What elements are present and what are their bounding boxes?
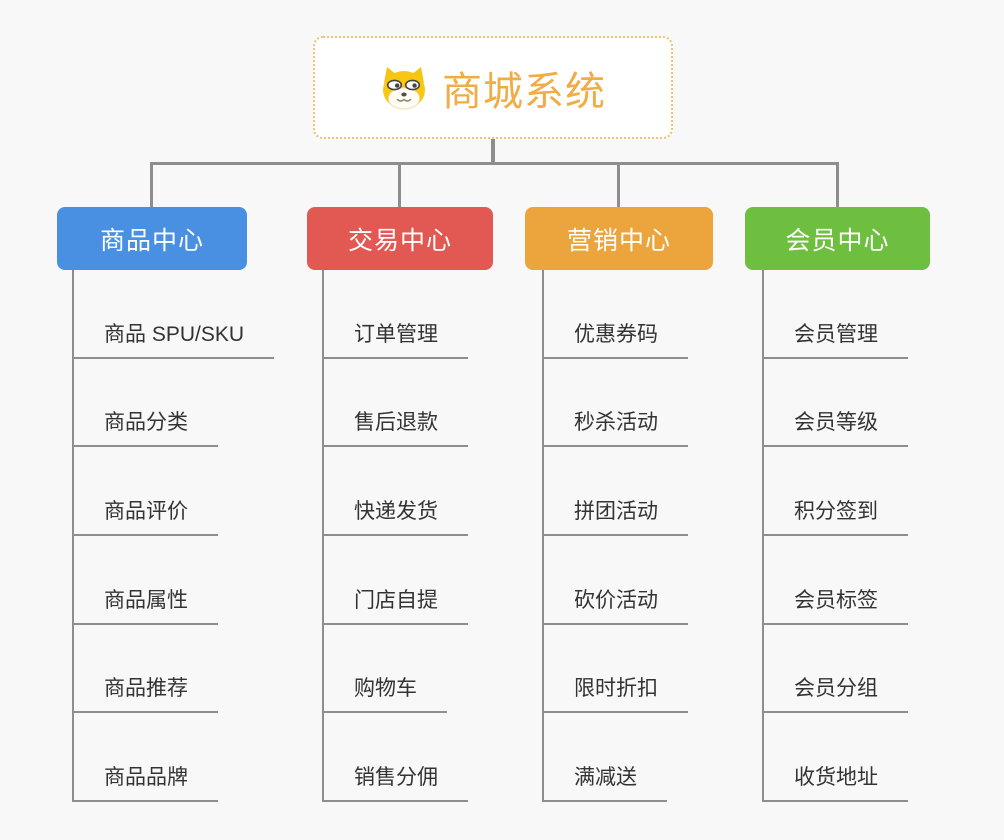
leaf-column-product: 商品 SPU/SKU 商品分类 商品评价 商品属性 商品推荐 商品品牌 [72, 270, 322, 803]
branch-node-label: 商品中心 [99, 226, 204, 255]
leaf-node[interactable]: 砍价活动 [542, 587, 688, 625]
branch-node-label: 交易中心 [347, 226, 452, 255]
branch-connector-line [398, 162, 401, 208]
branch-connector-line [617, 162, 620, 208]
branch-connector-line [150, 162, 153, 208]
leaf-node[interactable]: 满减送 [542, 764, 667, 803]
branch-node-label: 营销中心 [566, 226, 671, 255]
leaf-node[interactable]: 拼团活动 [542, 498, 688, 537]
leaf-node[interactable]: 商品属性 [72, 587, 218, 625]
column-trunk-line [542, 270, 544, 801]
leaf-node[interactable]: 会员管理 [762, 321, 908, 359]
leaf-node[interactable]: 售后退款 [322, 409, 468, 448]
leaf-node[interactable]: 商品 SPU/SKU [72, 321, 275, 359]
branch-node-label: 会员中心 [785, 226, 890, 255]
leaf-node[interactable]: 会员标签 [762, 587, 908, 625]
leaf-node[interactable]: 会员等级 [762, 409, 908, 448]
branch-node-product[interactable]: 商品中心 [57, 207, 247, 270]
leaf-node[interactable]: 商品品牌 [72, 764, 218, 803]
leaf-node[interactable]: 优惠券码 [542, 321, 688, 359]
branch-node-marketing[interactable]: 营销中心 [525, 207, 713, 270]
branch-node-member[interactable]: 会员中心 [745, 207, 930, 270]
branch-connector-line [836, 162, 839, 208]
leaf-node[interactable]: 商品分类 [72, 409, 218, 448]
column-trunk-line [322, 270, 324, 801]
root-connector-line [491, 138, 495, 165]
leaf-node[interactable]: 收货地址 [762, 764, 908, 803]
doge-icon [383, 66, 425, 109]
leaf-node[interactable]: 订单管理 [322, 321, 468, 359]
leaf-node[interactable]: 限时折扣 [542, 675, 688, 714]
leaf-node[interactable]: 积分签到 [762, 498, 908, 537]
leaf-node[interactable]: 门店自提 [322, 587, 468, 625]
branch-bus-line [150, 162, 839, 165]
leaf-column-marketing: 优惠券码 秒杀活动 拼团活动 砍价活动 限时折扣 满减送 [542, 270, 792, 803]
column-trunk-line [762, 270, 764, 801]
leaf-node[interactable]: 商品推荐 [72, 675, 218, 714]
root-node-label: 商城系统 [442, 69, 606, 114]
branch-node-trade[interactable]: 交易中心 [307, 207, 493, 270]
column-trunk-line [72, 270, 74, 801]
leaf-node[interactable]: 会员分组 [762, 675, 908, 714]
leaf-column-trade: 订单管理 售后退款 快递发货 门店自提 购物车 销售分佣 [322, 270, 572, 803]
root-node[interactable]: 商城系统 [313, 36, 673, 139]
leaf-node[interactable]: 快递发货 [322, 498, 468, 537]
leaf-column-member: 会员管理 会员等级 积分签到 会员标签 会员分组 收货地址 [762, 270, 1004, 803]
leaf-node[interactable]: 购物车 [322, 675, 447, 714]
leaf-node[interactable]: 商品评价 [72, 498, 218, 537]
leaf-node[interactable]: 秒杀活动 [542, 409, 688, 448]
leaf-node[interactable]: 销售分佣 [322, 764, 468, 803]
